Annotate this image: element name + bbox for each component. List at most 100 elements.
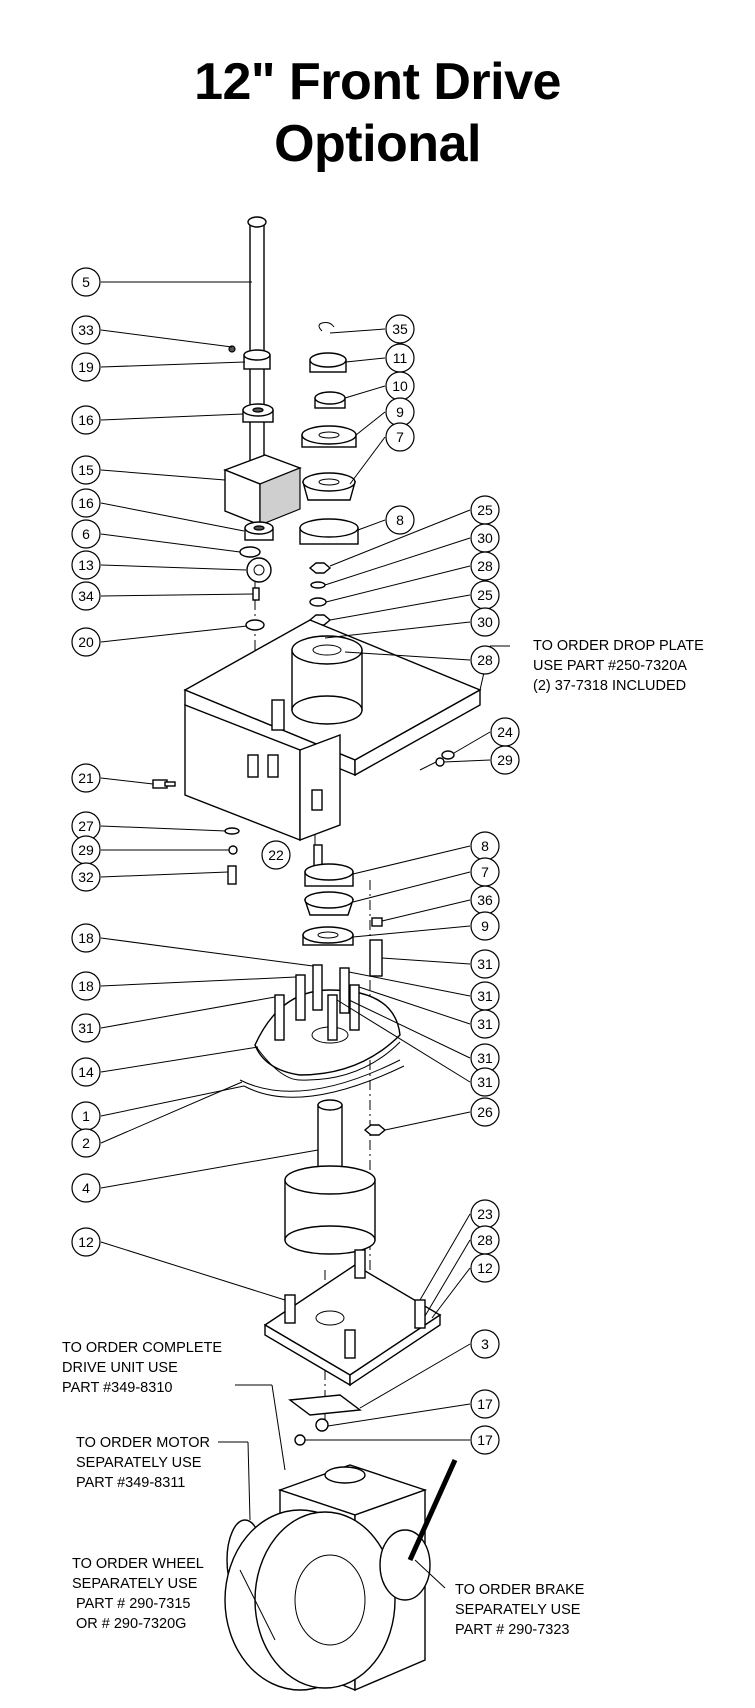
callout-circle (71, 1128, 101, 1158)
callout-8: 8 (385, 505, 415, 535)
callout-label: 31 (477, 1016, 493, 1032)
callout-label: 20 (78, 634, 94, 650)
callout-circle (71, 1173, 101, 1203)
callout-label: 4 (82, 1180, 90, 1196)
part-14-sprocket-plate (254, 964, 401, 1081)
callout-circle (71, 488, 101, 518)
note-motor: TO ORDER MOTOR SEPARATELY USE PART #349-… (76, 1435, 210, 1491)
callout-16: 16 (71, 488, 101, 518)
part-35-clip (318, 322, 335, 332)
callout-circle (71, 627, 101, 657)
part-17-nut (315, 1418, 329, 1432)
callout-label: 30 (477, 530, 493, 546)
stud-under-plate (311, 789, 323, 811)
exploded-view-art (100, 216, 510, 1692)
callout-circle (470, 911, 500, 941)
callout-circle (71, 352, 101, 382)
callout-label: 30 (477, 614, 493, 630)
part-15-gearbox-block (223, 454, 302, 527)
callout-25: 25 (470, 495, 500, 525)
part-27-washer (224, 827, 240, 835)
callout-circle (470, 1253, 500, 1283)
part-28-washer (309, 597, 327, 607)
note-brake-line1: TO ORDER BRAKE (455, 1582, 585, 1598)
callout-label: 1 (82, 1108, 90, 1124)
part-31-bolt-long (369, 939, 383, 977)
callout-circle (470, 1389, 500, 1419)
part-12-mount-plate (263, 1249, 442, 1387)
part-30-washer (310, 581, 326, 589)
callout-32: 32 (71, 862, 101, 892)
callout-15: 15 (71, 455, 101, 485)
callout-label: 14 (78, 1064, 94, 1080)
part-6-washer (239, 546, 261, 558)
part-20-ring (245, 619, 265, 631)
callout-label: 23 (477, 1206, 493, 1222)
callout-30: 30 (470, 607, 500, 637)
callout-7: 7 (385, 422, 415, 452)
callout-label: 7 (396, 429, 404, 445)
callout-circle (71, 1227, 101, 1257)
callout-5: 5 (71, 267, 101, 297)
callout-27: 27 (71, 811, 101, 841)
callout-label: 32 (78, 869, 94, 885)
callout-circle (71, 862, 101, 892)
part-32-bolt (227, 865, 237, 885)
callout-circle (470, 607, 500, 637)
callout-label: 28 (477, 1232, 493, 1248)
part-7-hub-lower (304, 891, 354, 916)
callout-label: 9 (481, 918, 489, 934)
callout-circle (385, 505, 415, 535)
callout-4: 4 (71, 1173, 101, 1203)
part-25-nut (308, 562, 332, 574)
callout-13: 13 (71, 550, 101, 580)
callout-circle (71, 405, 101, 435)
callout-label: 11 (393, 350, 408, 366)
callout-1: 1 (71, 1101, 101, 1131)
diagram-title-line2: Optional (274, 115, 481, 173)
callout-label: 13 (78, 557, 94, 573)
callout-circle (71, 315, 101, 345)
callout-circle (470, 645, 500, 675)
callout-6: 6 (71, 519, 101, 549)
part-29-washer-2 (228, 845, 238, 855)
note-drive-unit-line1: TO ORDER COMPLETE (62, 1340, 222, 1356)
part-9-seal-lower (302, 926, 354, 946)
part-3-bracket (288, 1394, 362, 1416)
note-wheel-line3: PART # 290-7315 (76, 1596, 190, 1612)
callout-20: 20 (71, 627, 101, 657)
part-33-pin (228, 345, 236, 353)
callout-circle (470, 1097, 500, 1127)
callout-label: 16 (78, 495, 94, 511)
callout-22: 22 (261, 840, 291, 870)
callout-label: 2 (82, 1135, 90, 1151)
callout-circle (71, 923, 101, 953)
callout-circle (71, 763, 101, 793)
callout-label: 7 (481, 864, 489, 880)
callout-19: 19 (71, 352, 101, 382)
callout-label: 5 (82, 274, 90, 290)
part-21-bolt (152, 779, 176, 789)
part-22-stud (313, 844, 323, 868)
part-24-nut-small (441, 750, 455, 760)
callout-36: 36 (470, 885, 500, 915)
callout-circle (71, 519, 101, 549)
callout-label: 25 (477, 587, 493, 603)
note-wheel-line2: SEPARATELY USE (72, 1576, 198, 1592)
note-drop-plate-line2: USE PART #250-7320A (533, 658, 687, 674)
part-7-hub-cup (302, 472, 356, 501)
part-17-washer (294, 1434, 306, 1446)
callout-circle (385, 314, 415, 344)
callout-label: 24 (497, 724, 513, 740)
part-29-washer-small (435, 757, 445, 767)
note-brake: TO ORDER BRAKE SEPARATELY USE PART # 290… (455, 1582, 585, 1638)
part-8-race (299, 518, 359, 545)
callout-label: 35 (392, 321, 408, 337)
callout-circle (470, 1425, 500, 1455)
callout-label: 12 (78, 1234, 94, 1250)
callout-28: 28 (470, 551, 500, 581)
note-brake-line3: PART # 290-7323 (455, 1622, 569, 1638)
callout-circle (261, 840, 291, 870)
callout-label: 29 (78, 842, 94, 858)
